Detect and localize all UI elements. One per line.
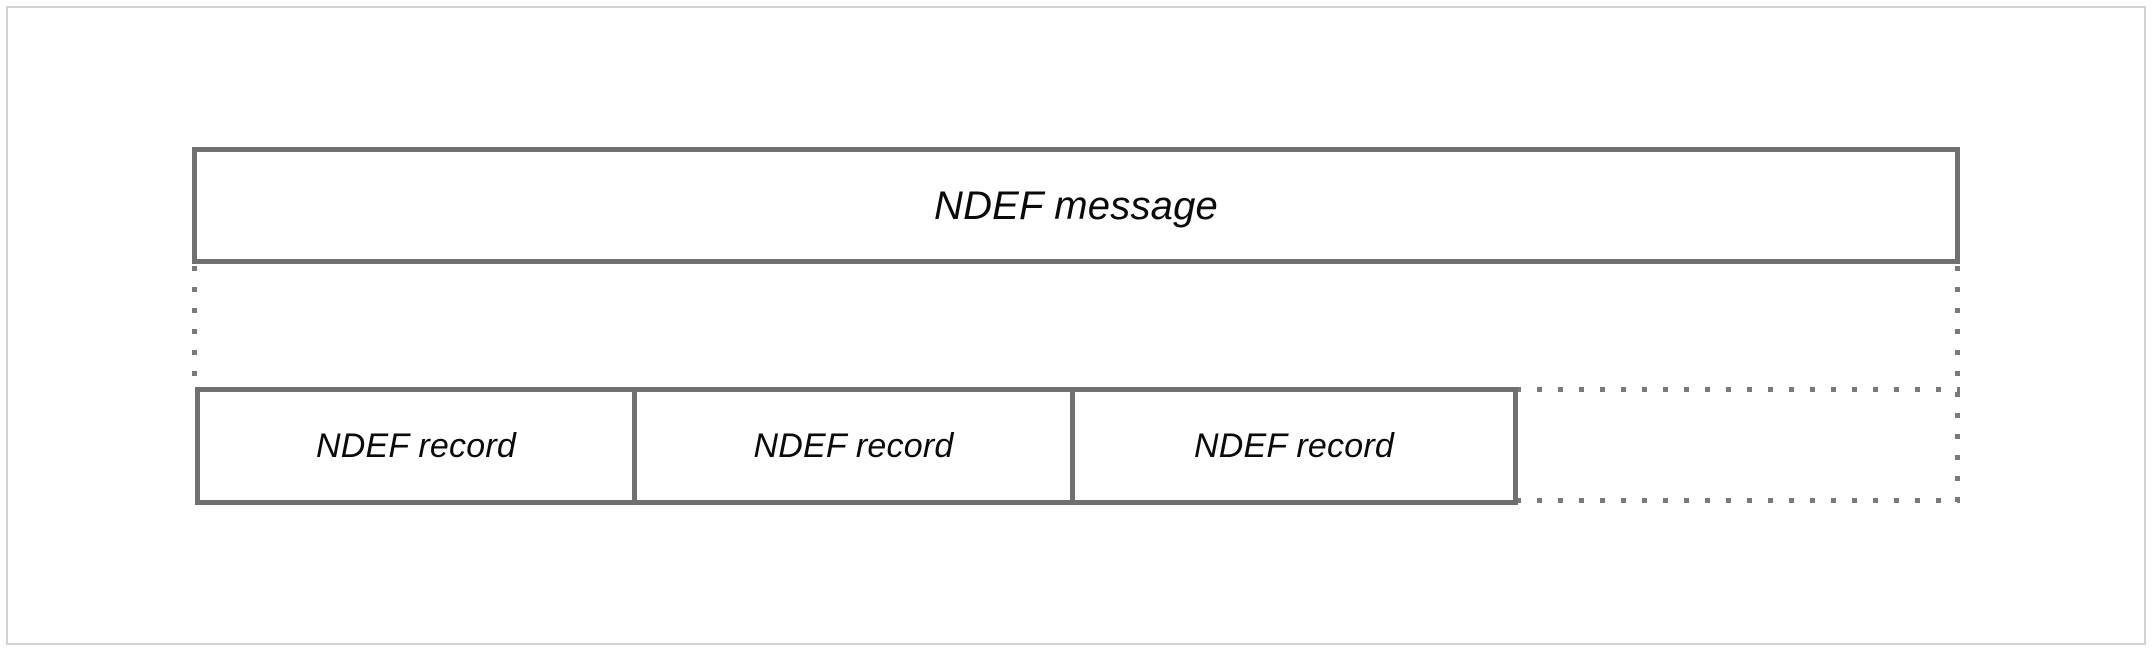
ndef-message-label: NDEF message — [934, 183, 1218, 228]
dotted-connector-right-vertical — [1955, 266, 1960, 502]
ndef-record-label-3: NDEF record — [1194, 427, 1394, 465]
ndef-record-label-2: NDEF record — [753, 427, 954, 465]
ndef-record-box-2: NDEF record — [637, 387, 1075, 505]
ndef-message-box: NDEF message — [192, 147, 1960, 264]
dotted-continuation-top-edge — [1516, 387, 1960, 392]
ndef-record-strip: NDEF record NDEF record NDEF record — [195, 387, 1518, 505]
dotted-continuation-bottom-edge — [1516, 498, 1960, 503]
ndef-record-label-1: NDEF record — [316, 427, 516, 465]
ndef-record-box-1: NDEF record — [195, 387, 637, 505]
dotted-connector-left-vertical — [192, 266, 197, 389]
ndef-record-box-3: NDEF record — [1075, 387, 1518, 505]
page-frame — [6, 6, 2146, 645]
